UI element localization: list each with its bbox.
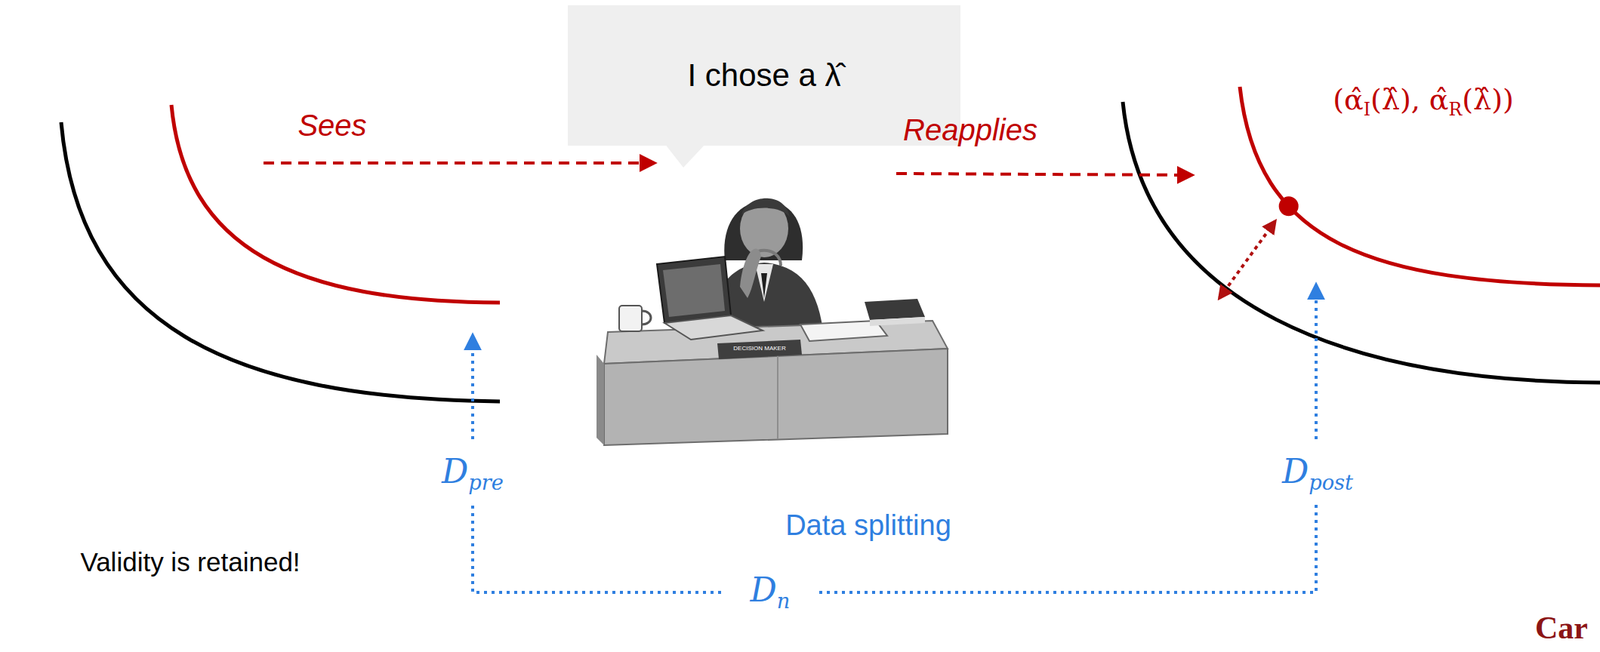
flow-label: Reapplies	[903, 111, 1038, 148]
subscript: post	[1308, 471, 1354, 495]
label-text: D	[750, 570, 777, 610]
label-text: Car	[1535, 610, 1588, 646]
red-curve	[171, 104, 500, 303]
subscript: n	[776, 589, 791, 614]
flow-label: Sees	[297, 107, 367, 144]
subscript: R	[1448, 98, 1463, 121]
reapplies-arrow	[896, 173, 1192, 176]
label-text: Validity is retained!	[80, 547, 300, 577]
split-arrow	[1314, 285, 1318, 440]
bubble-tail	[664, 143, 706, 168]
bubble-text: I chose a λ̂	[687, 57, 841, 94]
label-text: D	[441, 452, 469, 491]
label-text: DECISION MAKER	[733, 345, 786, 352]
sees-arrow	[263, 161, 654, 165]
black-curve	[61, 122, 500, 402]
split-line	[472, 504, 722, 593]
chosen-point	[1279, 196, 1299, 216]
dataset-label: Dpost	[1282, 452, 1354, 497]
math-label: (α̂I(λ̂), α̂R(λ̂))	[1332, 83, 1514, 121]
name-plate: DECISION MAKER	[733, 345, 786, 353]
black-curve	[1122, 101, 1600, 383]
subscript: pre	[468, 471, 504, 495]
gap-arrow	[1219, 221, 1276, 299]
dataset-label: Dpre	[441, 452, 504, 497]
label-text: (λ̂))	[1461, 83, 1514, 117]
decision-maker	[596, 198, 948, 446]
label-text: Reapplies	[903, 113, 1038, 147]
note-text: Validity is retained!	[80, 546, 300, 579]
label-text: Sees	[297, 108, 367, 142]
red-curve	[1239, 86, 1600, 286]
label-text: Data splitting	[785, 509, 952, 542]
label-text: (α̂	[1332, 83, 1364, 117]
label-text: (λ̂), α̂	[1370, 83, 1449, 117]
label-text: D	[1282, 452, 1309, 491]
dataset-label: Dn	[750, 570, 791, 615]
logo-text: Car	[1535, 609, 1588, 648]
split-label: Data splitting	[785, 508, 952, 544]
speech-bubble: I chose a λ̂	[567, 5, 961, 146]
split-arrow	[471, 336, 475, 440]
subscript: I	[1363, 98, 1371, 121]
